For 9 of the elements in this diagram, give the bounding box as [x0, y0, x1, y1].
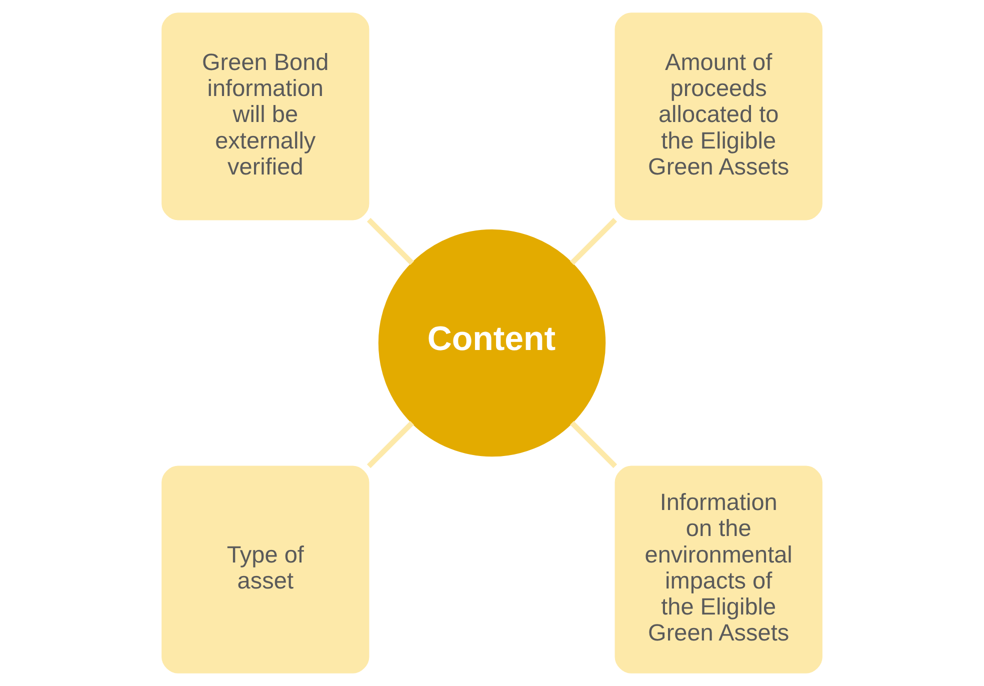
node-box: Type of asset	[162, 466, 370, 674]
connector	[366, 421, 414, 468]
node-circle: Content	[378, 229, 606, 457]
connector	[570, 218, 618, 265]
node-box: Green Bond information will be externally verified	[162, 12, 370, 220]
connector	[366, 218, 414, 265]
node-box: Amount of proceeds allocated to the Eligible Green Assets	[614, 12, 822, 220]
connector	[570, 421, 618, 468]
node-box: Information on the environmental impacts of the Eligible Green Assets	[614, 466, 822, 674]
